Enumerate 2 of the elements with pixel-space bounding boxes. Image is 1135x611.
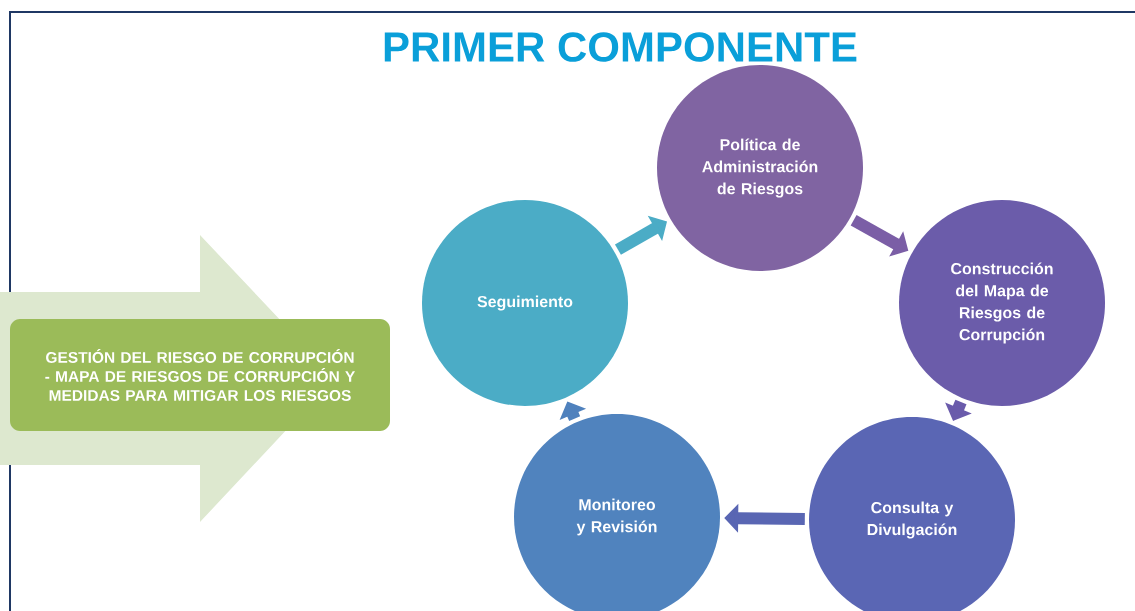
title-box: GESTIÓN DEL RIESGO DE CORRUPCIÓN - MAPA DE RIESGOS DE CORRUPCIÓN Y MEDIDAS PARA MITIGAR LOS RIESGOS [10, 319, 390, 431]
title: PRIMER COMPONENTE [384, 32, 857, 62]
